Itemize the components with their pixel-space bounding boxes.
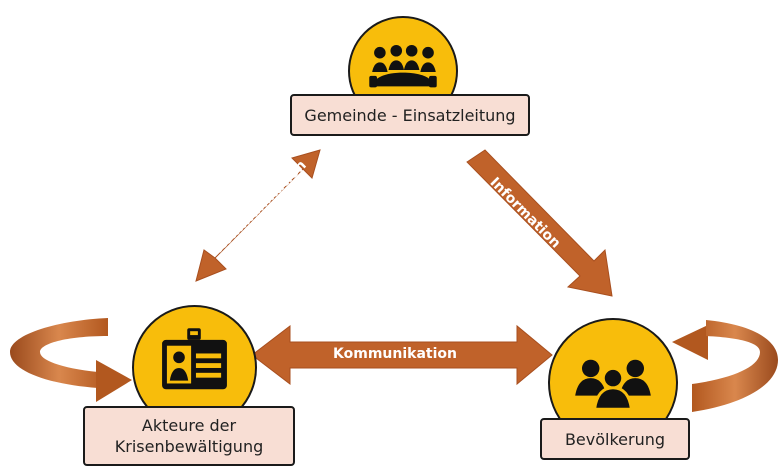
arrow-left-loop xyxy=(10,318,132,402)
arrow-top-right xyxy=(466,149,613,297)
right-node-text: Bevölkerung xyxy=(564,429,666,449)
left-node-label: Akteure der Krisenbewältigung xyxy=(83,406,295,466)
right-node-label: Bevölkerung xyxy=(540,418,690,460)
group-of-people-icon xyxy=(575,359,651,411)
left-node-text-line2: Krisenbewältigung xyxy=(114,437,264,456)
arrow-label-left-right: Kommunikation xyxy=(333,346,457,362)
left-node-text-line1: Akteure der xyxy=(141,416,237,435)
meeting-table-icon xyxy=(369,44,437,88)
top-node-label: Gemeinde - Einsatzleitung xyxy=(290,94,530,136)
top-node-text: Gemeinde - Einsatzleitung xyxy=(304,105,516,125)
id-badge-icon xyxy=(162,328,227,390)
arrow-right-loop xyxy=(672,320,778,412)
arrow-top-left xyxy=(195,149,321,282)
arrow-left-right xyxy=(251,324,553,386)
